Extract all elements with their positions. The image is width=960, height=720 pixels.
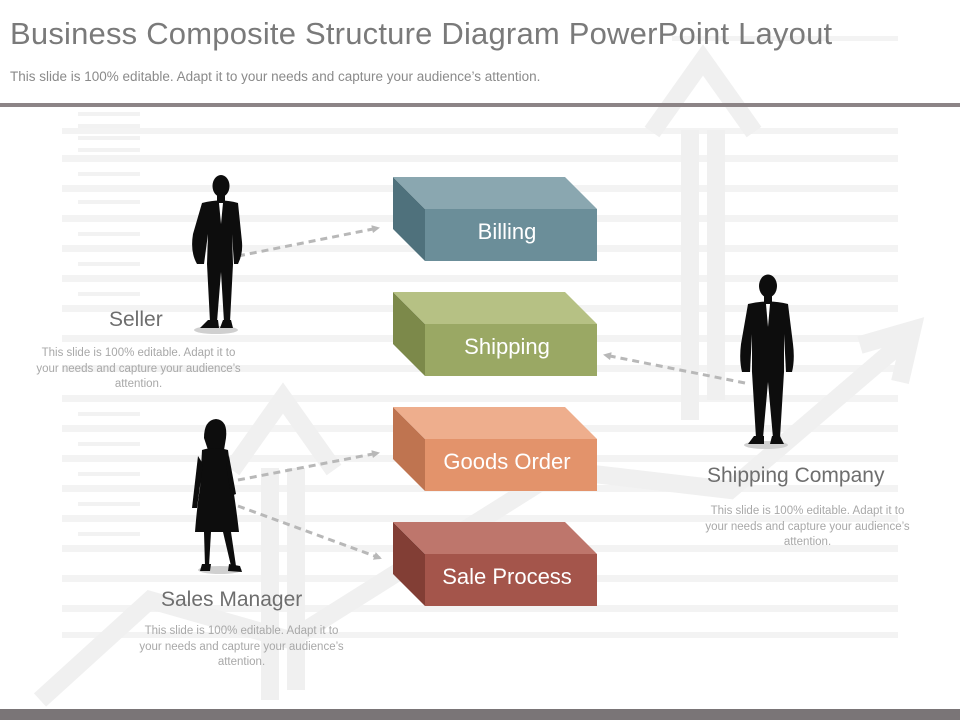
block-goods-order-top-face: [393, 407, 597, 439]
block-goods-order: Goods Order: [393, 407, 597, 491]
block-goods-order-side-face: [393, 407, 425, 491]
block-billing-front-face: [425, 209, 597, 261]
block-sale-process-front-face: [425, 554, 597, 606]
block-shipping-label: Shipping: [464, 334, 550, 359]
slide-subtitle: This slide is 100% editable. Adapt it to…: [10, 69, 541, 84]
block-goods-order-front-face: [425, 439, 597, 491]
connector-seller-billing: [237, 225, 380, 258]
role-desc-sales-manager: This slide is 100% editable. Adapt it to…: [139, 625, 344, 668]
connectors: [237, 225, 746, 560]
role-desc-seller: This slide is 100% editable. Adapt it to…: [36, 347, 241, 390]
footer-bar: [0, 709, 960, 720]
role-name-seller: Seller: [109, 308, 163, 331]
block-sale-process-label: Sale Process: [442, 564, 572, 589]
slide-title: Business Composite Structure Diagram Pow…: [10, 16, 833, 51]
sales-manager-silhouette-icon: [192, 419, 242, 574]
block-billing-label: Billing: [478, 219, 537, 244]
block-billing-side-face: [393, 177, 425, 261]
block-billing-top-face: [393, 177, 597, 209]
block-shipping-top-face: [393, 292, 597, 324]
shipping-company-silhouette-icon: [740, 274, 794, 449]
role-desc-shipping-company: This slide is 100% editable. Adapt it to…: [705, 505, 910, 548]
block-sale-process: Sale Process: [393, 522, 597, 606]
connector-sales-manager-sale-process: [237, 504, 382, 560]
connector-shipping-company-shipping: [603, 352, 746, 385]
seller-silhouette-icon: [192, 175, 243, 334]
block-sale-process-top-face: [393, 522, 597, 554]
header-divider: [0, 103, 960, 107]
connector-sales-manager-goods-order: [237, 450, 380, 482]
block-shipping-side-face: [393, 292, 425, 376]
block-sale-process-side-face: [393, 522, 425, 606]
block-shipping-front-face: [425, 324, 597, 376]
role-name-sales-manager: Sales Manager: [161, 588, 303, 611]
block-shipping: Shipping: [393, 292, 597, 376]
block-goods-order-label: Goods Order: [443, 449, 570, 474]
background-ladder: [78, 112, 140, 536]
role-name-shipping-company: Shipping Company: [707, 464, 885, 487]
block-billing: Billing: [393, 177, 597, 261]
